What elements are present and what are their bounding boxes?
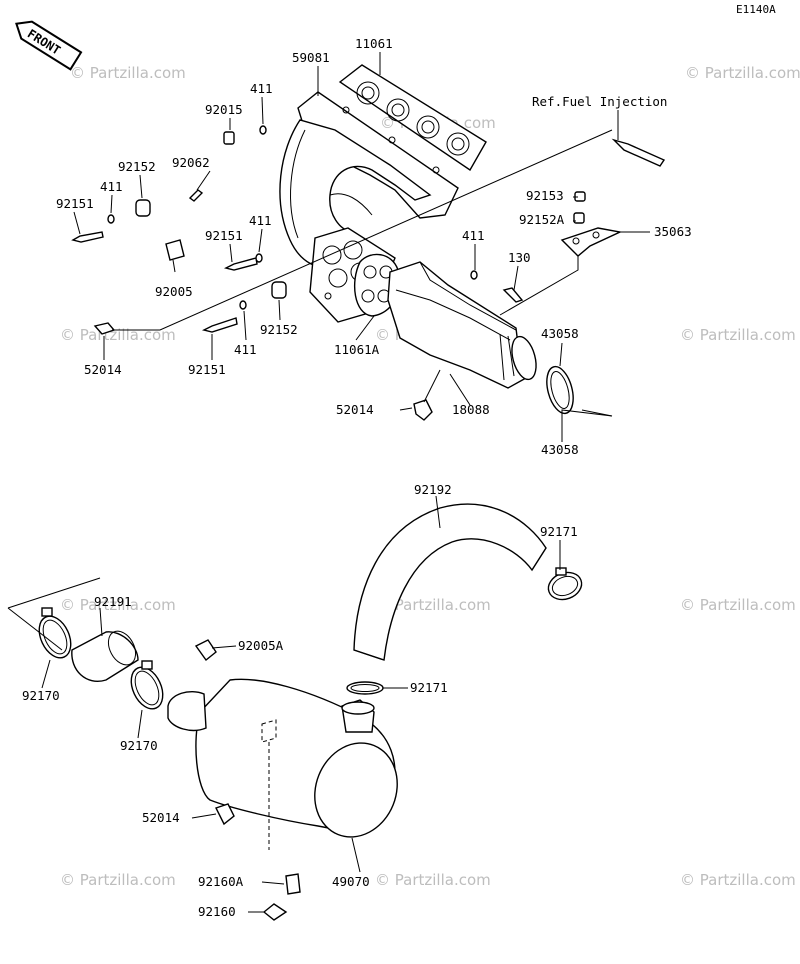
- part-label-52014: 52014: [336, 402, 374, 417]
- bracket: [560, 227, 623, 257]
- part-label-92152a: 92152A: [519, 212, 565, 227]
- watermark: © Partzilla.com: [60, 871, 176, 889]
- diagram-code: E1140A: [736, 3, 776, 16]
- part-label-411: 411: [462, 228, 485, 243]
- part-label-92191: 92191: [94, 594, 132, 609]
- hose-clamp-upper: [547, 567, 583, 601]
- part-label-92151: 92151: [205, 228, 243, 243]
- connecting-hose: [38, 607, 164, 710]
- watermark: © Partzilla.com: [680, 326, 796, 344]
- part-label-92153: 92153: [526, 188, 564, 203]
- leader-lines: [7, 52, 650, 913]
- part-label-92171: 92171: [410, 680, 448, 695]
- fasteners: [71, 125, 666, 421]
- part-label-52014: 52014: [142, 810, 180, 825]
- watermark: © Partzilla.com: [375, 871, 491, 889]
- part-label-52014: 52014: [84, 362, 122, 377]
- part-label-411: 411: [234, 342, 257, 357]
- part-label-92015: 92015: [205, 102, 243, 117]
- watermark: © Partzilla.com: [680, 596, 796, 614]
- hose-clamp-lower: [346, 681, 384, 695]
- part-label-411: 411: [250, 81, 273, 96]
- part-label-11061: 11061: [355, 36, 393, 51]
- part-label-411: 411: [100, 179, 123, 194]
- elbow-hose: [353, 503, 547, 661]
- part-label-92151: 92151: [56, 196, 94, 211]
- watermark: © Partzilla.com: [70, 64, 186, 82]
- part-labels: Ref.Fuel Injection 11061 59081 411 92015…: [22, 36, 692, 919]
- lower-fittings: [194, 639, 301, 921]
- ref-note: Ref.Fuel Injection: [532, 94, 667, 109]
- part-label-59081: 59081: [292, 50, 330, 65]
- part-label-92005a: 92005A: [238, 638, 284, 653]
- part-label-92160a: 92160A: [198, 874, 244, 889]
- muffler: [167, 678, 398, 850]
- exhaust-pipe: [387, 261, 537, 389]
- part-label-92170: 92170: [120, 738, 158, 753]
- part-label-92151: 92151: [188, 362, 226, 377]
- part-label-92160: 92160: [198, 904, 236, 919]
- part-label-92170: 92170: [22, 688, 60, 703]
- part-label-43058: 43058: [541, 326, 579, 341]
- watermark: © Partzilla.com: [375, 596, 491, 614]
- watermark: © Partzilla.com: [60, 326, 176, 344]
- front-arrow-icon: FRONT: [15, 20, 83, 71]
- watermarks: © Partzilla.com © Partzilla.com © Partzi…: [60, 64, 800, 889]
- part-label-411: 411: [249, 213, 272, 228]
- manifold-gasket: [338, 64, 487, 172]
- watermark: © Partzilla.com: [60, 596, 176, 614]
- hose-clamps: [546, 365, 574, 415]
- part-label-92005: 92005: [155, 284, 193, 299]
- part-label-92171: 92171: [540, 524, 578, 539]
- watermark: © Partzilla.com: [680, 871, 796, 889]
- part-label-130: 130: [508, 250, 531, 265]
- part-label-92152: 92152: [118, 159, 156, 174]
- part-label-35063: 35063: [654, 224, 692, 239]
- part-label-11061a: 11061A: [334, 342, 380, 357]
- part-label-49070: 49070: [332, 874, 370, 889]
- part-label-18088: 18088: [452, 402, 490, 417]
- part-label-43058: 43058: [541, 442, 579, 457]
- watermark: © Partzilla.com: [685, 64, 800, 82]
- part-label-92062: 92062: [172, 155, 210, 170]
- part-label-92192: 92192: [414, 482, 452, 497]
- part-label-92152: 92152: [260, 322, 298, 337]
